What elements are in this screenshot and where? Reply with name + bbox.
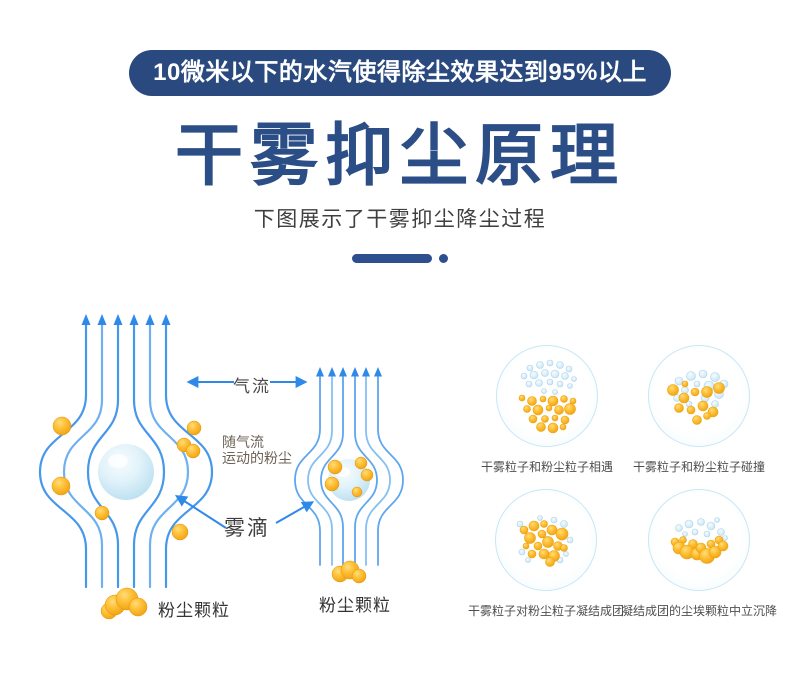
dust-with-airflow-line2: 运动的粉尘 xyxy=(222,450,292,466)
streamline-arrowheads-small xyxy=(316,367,382,377)
stage-1: 干雾粒子和粉尘粒子相遇 xyxy=(467,345,627,475)
dust-particles xyxy=(51,416,374,620)
fog-droplet-sphere-large xyxy=(98,444,154,500)
fog-label-arrow-right xyxy=(275,501,315,524)
sphere-highlight-large xyxy=(108,454,128,468)
stage-2-circle xyxy=(648,345,750,447)
dust-with-airflow-label: 随气流 运动的粉尘 xyxy=(222,434,292,466)
dust-with-airflow-line1: 随气流 xyxy=(222,434,264,450)
streamlines-small xyxy=(294,376,404,566)
streamline-diagram-svg xyxy=(38,314,404,620)
airflow-label: 气流 xyxy=(233,377,271,396)
stage-2: 干雾粒子和粉尘粒子碰撞 xyxy=(619,345,779,475)
dust-particles-label-right: 粉尘颗粒 xyxy=(319,596,391,615)
stage-3-caption: 干雾粒子对粉尘粒子凝结成团 xyxy=(467,604,624,618)
page-title: 干雾抑尘原理 xyxy=(174,118,625,194)
stage-1-caption: 干雾粒子和粉尘粒子相遇 xyxy=(480,460,613,474)
divider-bar xyxy=(352,254,432,263)
streamline-arrowheads-large xyxy=(81,314,171,325)
streamlines-large xyxy=(38,323,214,589)
banner-row: 10微米以下的水汽使得除尘效果达到95%以上 xyxy=(0,50,800,96)
stage-4-caption: 凝结成团的尘埃颗粒中立沉降 xyxy=(620,604,777,618)
subtitle: 下图展示了干雾抑尘降尘过程 xyxy=(253,208,547,231)
stage-3: 干雾粒子对粉尘粒子凝结成团 xyxy=(466,489,626,619)
stage-3-particles xyxy=(516,515,574,567)
dust-particles-label-left: 粉尘颗粒 xyxy=(158,601,230,620)
fog-label-arrow-left xyxy=(174,495,227,529)
divider xyxy=(0,254,800,263)
stage-2-caption: 干雾粒子和粉尘粒子碰撞 xyxy=(632,460,765,474)
stage-1-particles xyxy=(518,359,577,434)
stage-1-circle xyxy=(496,345,598,447)
divider-dot xyxy=(439,254,448,263)
stage-4-circle xyxy=(648,489,750,591)
banner-pill: 10微米以下的水汽使得除尘效果达到95%以上 xyxy=(129,50,671,96)
stage-4-particles xyxy=(670,517,729,564)
fog-droplet-label: 雾滴 xyxy=(224,517,270,540)
stage-2-particles xyxy=(667,369,729,425)
stage-4: 凝结成团的尘埃颗粒中立沉降 xyxy=(619,489,779,619)
stage-3-circle xyxy=(495,489,597,591)
